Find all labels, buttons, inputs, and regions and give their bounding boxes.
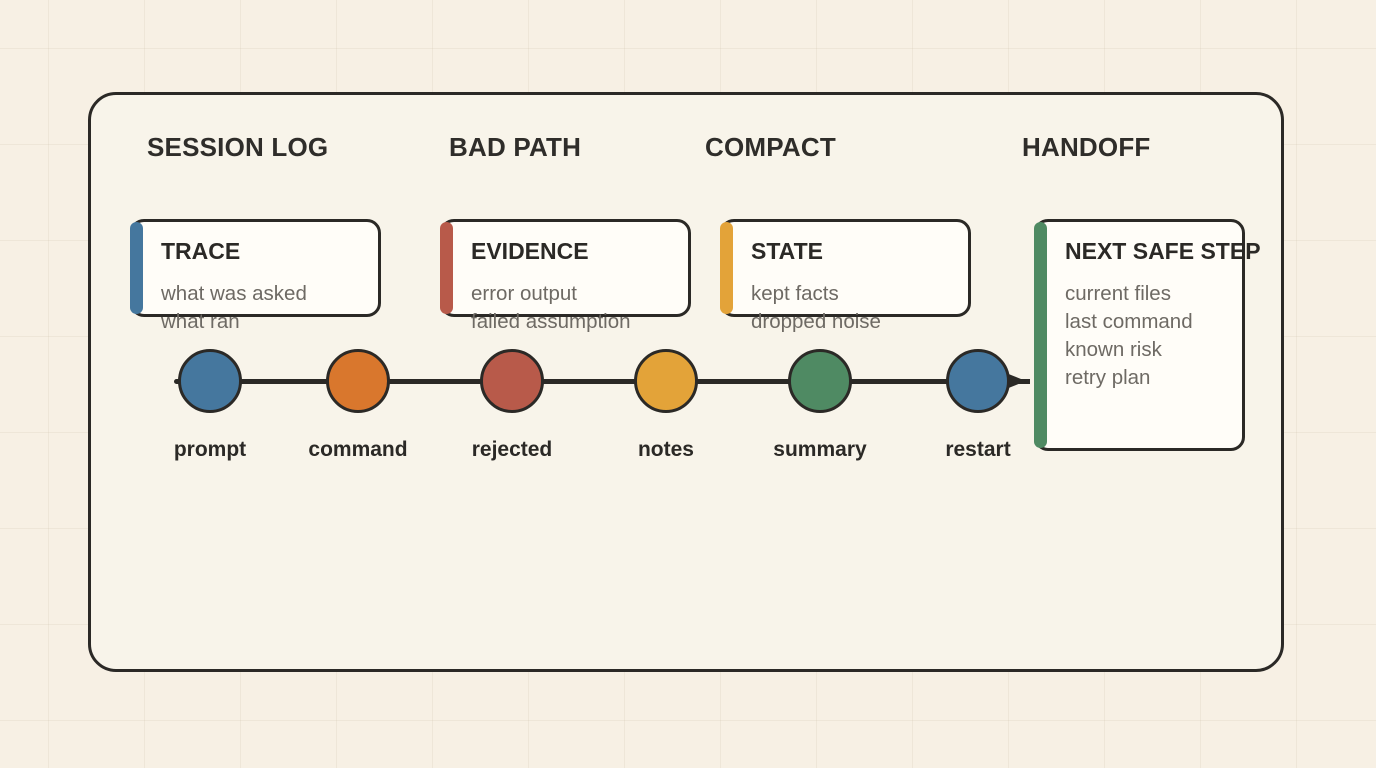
card-next-line: known risk — [1065, 338, 1162, 361]
heading-compact: COMPACT — [705, 132, 836, 162]
node-restart — [946, 349, 1010, 413]
heading-bad-path: BAD PATH — [449, 132, 582, 162]
node-label-rejected: rejected — [471, 438, 553, 461]
card-state: STATE kept facts dropped noise — [720, 219, 971, 333]
card-state-accent — [720, 222, 733, 314]
node-command — [326, 349, 390, 413]
card-next-line: retry plan — [1065, 366, 1151, 389]
card-trace-line: what was asked — [161, 282, 307, 305]
card-state-title: STATE — [751, 238, 823, 264]
card-trace-lines: what was asked what ran — [161, 280, 307, 336]
card-evidence-lines: error output failed assumption — [471, 280, 631, 336]
card-evidence-accent — [440, 222, 453, 314]
timeline-arrow-icon — [1006, 373, 1026, 389]
card-trace-title: TRACE — [161, 238, 241, 264]
node-label-prompt: prompt — [173, 438, 247, 461]
node-label-summary: summary — [773, 438, 867, 461]
card-evidence-line: failed assumption — [471, 310, 631, 333]
heading-session-log: SESSION LOG — [147, 132, 329, 162]
card-trace-line: what ran — [161, 310, 240, 333]
node-label-notes: notes — [637, 438, 694, 461]
card-evidence-line: error output — [471, 282, 577, 305]
card-next-lines: current files last command known risk re… — [1065, 280, 1193, 392]
card-trace: TRACE what was asked what ran — [130, 219, 381, 333]
node-label-command: command — [308, 438, 408, 461]
card-state-line: dropped noise — [751, 310, 881, 333]
node-summary — [788, 349, 852, 413]
card-next-line: current files — [1065, 282, 1171, 305]
node-rejected — [480, 349, 544, 413]
timeline-line — [174, 379, 1010, 384]
card-next-line: last command — [1065, 310, 1193, 333]
card-next-safe-step: NEXT SAFE STEP current files last comman… — [1034, 219, 1261, 451]
card-evidence-title: EVIDENCE — [471, 238, 589, 264]
card-state-line: kept facts — [751, 282, 839, 305]
node-notes — [634, 349, 698, 413]
card-trace-accent — [130, 222, 143, 314]
card-state-lines: kept facts dropped noise — [751, 280, 881, 336]
card-next-title: NEXT SAFE STEP — [1065, 238, 1261, 264]
heading-handoff: HANDOFF — [1022, 132, 1151, 162]
node-prompt — [178, 349, 242, 413]
card-next-accent — [1034, 222, 1047, 448]
node-label-restart: restart — [945, 438, 1011, 461]
card-evidence: EVIDENCE error output failed assumption — [440, 219, 691, 333]
